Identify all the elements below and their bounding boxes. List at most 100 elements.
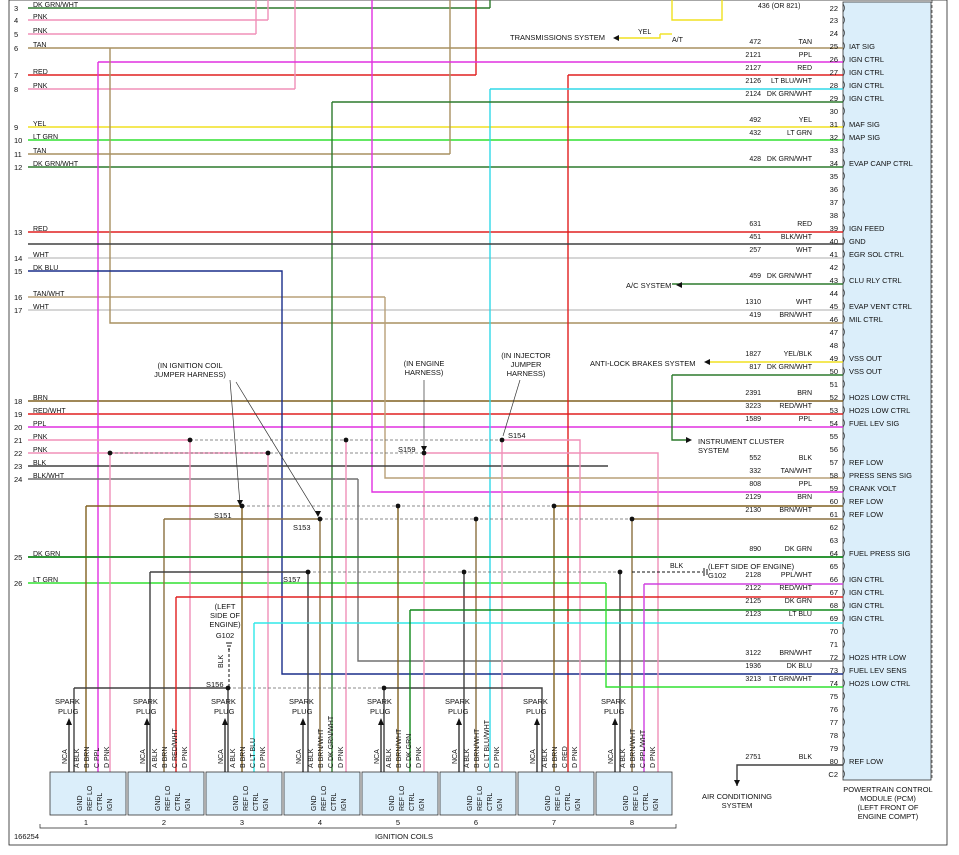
coil-pin-label: GND [467,795,474,811]
wire [384,687,543,772]
pcm-circuit-53: 3223 [745,403,761,410]
pin-terminal [842,3,845,13]
pcm-pin-26: 26 [830,55,838,64]
coil-pin-label: GND [77,795,84,811]
pcm-pin-31: 31 [830,120,838,129]
pin-terminal [842,704,845,714]
coil-number: 6 [474,818,478,827]
coil-pin-label: CTRL [409,793,416,811]
pin-terminal [842,587,845,597]
pcm-pin-29: 29 [830,94,838,103]
pcm-color-58: TAN/WHT [781,468,813,475]
coil-pin-label: GND [545,795,552,811]
pin-terminal [842,314,845,324]
coil-wire-label: B BRN/WHT [396,728,403,768]
trans-yel-label: YEL [638,29,651,36]
splice-dot [551,503,557,509]
spark-plug-label: SPARK [367,697,392,706]
pin-terminal [842,41,845,51]
splice-dot [617,569,623,575]
injector-harness-label-2: JUMPER [511,360,542,369]
pcm-color-34: DK GRN/WHT [767,156,813,163]
circuit-label-20: PPL [33,421,46,428]
pin-terminal [842,496,845,506]
arrow [421,446,427,452]
spark-plug-label: SPARK [601,697,626,706]
pin-terminal [842,301,845,311]
pcm-circuit-29: 2124 [745,91,761,98]
pcm-pin-63: 63 [830,536,838,545]
pin-terminal [842,561,845,571]
pcm-func-58: PRESS SENS SIG [849,471,912,480]
pcm-pin-61: 61 [830,510,838,519]
g102-left-4: G102 [216,631,234,640]
coil-body [49,771,127,816]
pcm-pin-49: 49 [830,354,838,363]
pcm-pin-38: 38 [830,211,838,220]
coil-wire-label: D PNK [260,746,267,768]
splice-dot [187,437,193,443]
coil-pin-label: GND [233,795,240,811]
pcm-pin-23: 23 [830,16,838,25]
coil-pin-label: GND [155,795,162,811]
pcm-pin-70: 70 [830,627,838,636]
coil-wire-label: C PPL/WHT [640,729,647,768]
coil-pin-label: REF LO [243,785,250,811]
coil-pin-label: GND [311,795,318,811]
pcm-pin-56: 56 [830,445,838,454]
coil-wire-label: A BLK [152,748,159,768]
nca-label: NCA [140,749,147,764]
pcm-color-54: PPL [799,416,812,423]
wire [619,34,661,39]
coil-harness-label-1: (IN IGNITION COIL [157,361,222,370]
pin-terminal [842,106,845,116]
circuit-number-11: 11 [14,150,22,159]
nca-label: NCA [62,749,69,764]
pcm-func-74: HO2S LOW CTRL [849,679,910,688]
pcm-pin-37: 37 [830,198,838,207]
pcm-pin-48: 48 [830,341,838,350]
circuit-label-5: PNK [33,28,48,35]
pin-terminal [842,639,845,649]
pcm-func-64: FUEL PRESS SIG [849,549,911,558]
pcm-circuit-64: 890 [749,546,761,553]
pcm-circuit-28: 2126 [745,78,761,85]
pin-terminal [842,80,845,90]
pcm-func-61: REF LOW [849,510,884,519]
coil-wire-label: B BRN [240,747,247,768]
coil-wire-label: D PNK [338,746,345,768]
coil-wire-label: A BLK [386,748,393,768]
circuit-label-18: BRN [33,395,48,402]
circuit-label-6: TAN [33,42,46,49]
pcm-pin-25: 25 [830,42,838,51]
coil-number: 8 [630,818,634,827]
pin-terminal [842,132,845,142]
pcm-color-39: RED [797,221,812,228]
pcm-pin-46: 46 [830,315,838,324]
pcm-pin-69: 69 [830,614,838,623]
coil-body [205,771,283,816]
pcm-circuit-57: 552 [749,455,761,462]
wire [605,583,843,688]
coil-pin-label: REF LO [555,785,562,811]
pcm-color-32: LT GRN [787,130,812,137]
engine-harness-label-1: (IN ENGINE [404,359,445,368]
nca-label: NCA [218,749,225,764]
pcm-pin-57: 57 [830,458,838,467]
pin-terminal [842,730,845,740]
pcm-color-74: LT GRN/WHT [769,676,813,683]
spark-plug-label: PLUG [292,707,313,716]
pin-terminal [842,522,845,532]
circuit-label-26: LT GRN [33,577,58,584]
pcm-pin-65: 65 [830,562,838,571]
arrow-up [378,718,384,725]
circuit-label-8: PNK [33,83,48,90]
pcm-func-68: IGN CTRL [849,601,884,610]
pcm-pin-67: 67 [830,588,838,597]
pcm-pin-43: 43 [830,276,838,285]
circuit-number-6: 6 [14,44,18,53]
pcm-circuit-27: 2127 [745,65,761,72]
